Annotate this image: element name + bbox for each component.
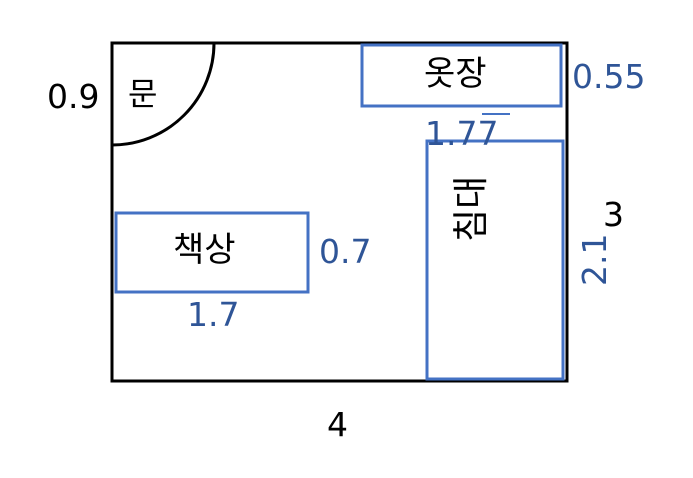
room-height-label: 3 <box>603 195 624 234</box>
wardrobe-label: 옷장 <box>424 54 487 94</box>
desk-rect <box>114 211 310 294</box>
room-outline <box>110 41 569 383</box>
desk-label: 책상 <box>173 230 236 270</box>
door-label: 문 <box>128 75 158 113</box>
wardrobe-rect <box>360 43 563 108</box>
desk-depth-label: 0.7 <box>319 232 372 271</box>
door-swing-arc <box>111 42 216 147</box>
bed-label: 침대 <box>451 175 492 242</box>
wardrobe-width-label: 1.77 <box>425 114 499 153</box>
bed-length-label: 2.1 <box>575 233 614 286</box>
wardrobe-depth-label: 0.55 <box>572 57 646 96</box>
room-width-label: 4 <box>327 405 348 444</box>
door-size-label: 0.9 <box>47 77 100 116</box>
bed-rect <box>425 139 565 381</box>
desk-width-label: 1.7 <box>187 295 240 334</box>
